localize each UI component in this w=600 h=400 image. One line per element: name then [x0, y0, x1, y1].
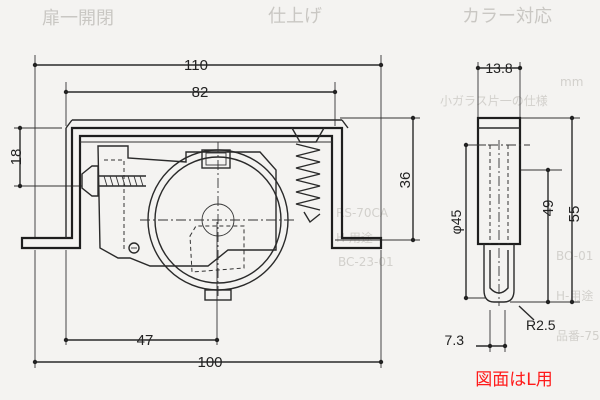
ghost-text-4: 小ガラス片一の仕様	[440, 94, 548, 108]
ghost-text-10: H-用途	[556, 288, 593, 303]
dim-side-height-inner: 49	[540, 200, 557, 217]
extension-lines	[14, 55, 420, 368]
background-text: 扉一開閉 仕上げ カラー対応 小ガラス片一の仕様 mm RS-70CA H 用途…	[42, 6, 600, 343]
spring	[291, 127, 325, 224]
wheel	[140, 142, 296, 301]
dim-bottom-inner: 47	[137, 332, 154, 349]
front-view	[14, 55, 420, 368]
adjuster-screw	[81, 165, 146, 197]
ghost-text-3: カラー対応	[462, 6, 552, 27]
dim-height-left: 18	[8, 149, 25, 166]
dim-bottom-overall: 100	[197, 354, 222, 371]
dim-overall-top: 110	[184, 57, 208, 74]
drawing-caption: 図面はL用	[475, 370, 552, 390]
dim-side-height-outer: 55	[566, 206, 583, 223]
dim-inner-top: 82	[192, 84, 209, 101]
dim-side-width: 13.8	[485, 60, 512, 76]
side-view	[463, 62, 580, 352]
ghost-text-9: BO-01	[556, 249, 593, 263]
inner-plate	[97, 145, 277, 267]
side-body	[470, 116, 530, 306]
dim-height-right: 36	[397, 172, 414, 189]
ghost-text-2: 仕上げ	[268, 6, 322, 27]
bracket	[20, 119, 383, 250]
ghost-text-1: 扉一開閉	[42, 8, 114, 29]
ghost-text-5: mm	[560, 75, 583, 89]
dimension-labels: 110 82 18 36 47 100 13.8 φ45 49 55 R2.5 …	[8, 57, 583, 371]
dim-wheel-diameter: φ45	[448, 209, 464, 234]
dim-radius: R2.5	[526, 317, 556, 333]
ghost-text-11: 品番-75CA	[556, 329, 600, 343]
ghost-text-6: RS-70CA	[336, 206, 389, 220]
ghost-text-8: BC-23-01	[338, 255, 394, 269]
side-dimension-lines	[463, 65, 575, 349]
dim-groove: 7.3	[445, 332, 465, 348]
dimension-lines	[17, 62, 416, 365]
